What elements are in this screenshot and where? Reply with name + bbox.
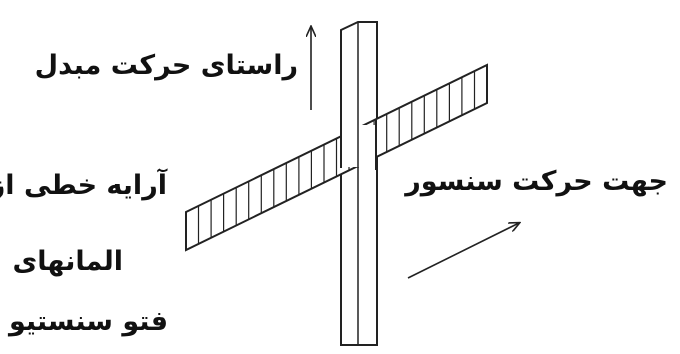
vertical-plate [340, 21, 378, 346]
array-label-line-1: آرایه خطی از [0, 170, 167, 201]
sensor-direction-label: جهت حرکت سنسور [405, 166, 668, 197]
array-label-line-3: فتو سنستیو [8, 306, 168, 337]
array-label-line-2: المانهای [12, 246, 123, 277]
photosensitive-array-strip [185, 63, 488, 252]
strip-cell-dividers [197, 71, 476, 244]
sensor-direction-arrow [407, 223, 519, 279]
transducer-direction-label: راستای حرکت مبدل [34, 50, 298, 81]
vertical-plate-front [340, 120, 377, 170]
